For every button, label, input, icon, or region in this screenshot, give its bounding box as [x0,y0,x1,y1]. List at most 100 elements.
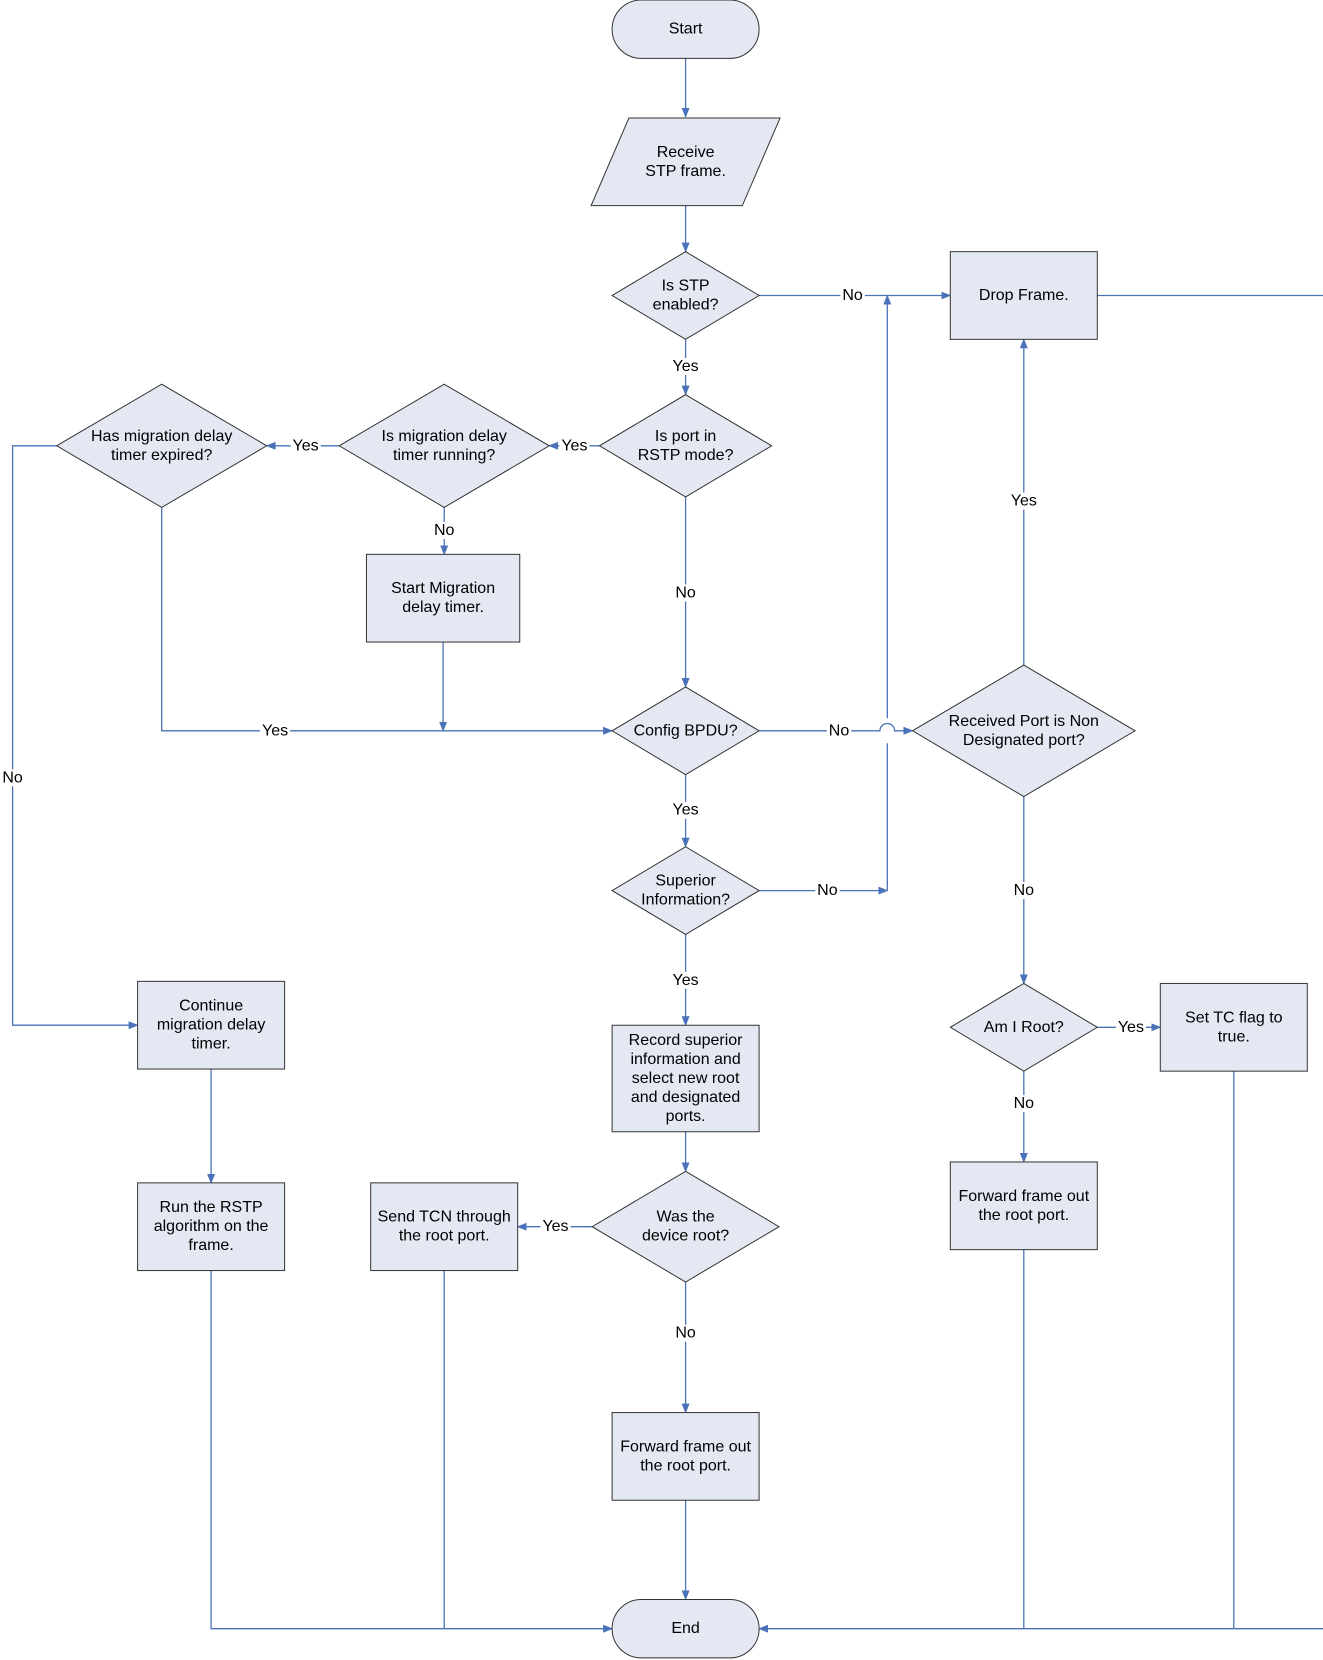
continue-migration-delay-timer-box-text-3: timer. [192,1036,231,1053]
forward-frame-root-port-center-box-text-2: the root port. [640,1457,731,1474]
edge-label-bg-nondesig-no [1011,882,1037,900]
send-tcn-box-text-1: Send TCN through [378,1209,511,1226]
edge-label-expired-no: No [2,769,23,786]
edge-label-bg-expired-yes [260,722,291,740]
is-stp-enabled-decision-text-1: Is STP [662,278,710,295]
continue-migration-delay-timer-box-text-2: migration delay [157,1017,266,1034]
edge-label-superior-yes: Yes [673,972,699,989]
end-terminal: End [611,1598,760,1659]
record-superior-information-box-text-5: ports. [666,1108,706,1125]
edge-label-bg-superior-no [815,882,840,900]
run-rstp-algorithm-box-text-1: Run the RSTP [160,1199,263,1216]
send-tcn-box-text-2: the root port. [399,1228,490,1245]
superior-information-decision-text-2: Information? [641,892,730,909]
end-terminal-text-1: End [671,1620,699,1637]
edge-label-bg-stp-no [840,287,865,304]
edge-label-bg-was-yes [540,1218,571,1236]
is-migration-delay-running-decision: Is migration delay timer running? [338,383,551,508]
edge-label-bg-expired-no [0,769,25,787]
edge-drop-end [758,294,1323,1633]
edge-label-was-yes: Yes [542,1218,568,1235]
config-bpdu-decision-text-1: Config BPDU? [634,722,738,739]
edge-label-bg-superior-yes [670,971,701,989]
forward-frame-root-port-right-box-text-2: the root port. [978,1207,1069,1224]
edge-label-bg-running-no [431,521,457,539]
receive-stp-frame-node-text-2: STP frame. [645,163,726,180]
was-device-root-decision: Was the device root? [591,1170,781,1283]
edge-run-end [210,1270,614,1633]
received-port-non-designated-decision-text-2: Designated port? [963,732,1085,749]
edge-label-bg-rstp-yes [559,437,590,455]
forward-frame-root-port-right-box-text-1: Forward frame out [958,1188,1089,1205]
edge-label-bg-was-no [673,1324,698,1342]
run-rstp-algorithm-box-text-2: algorithm on the [154,1218,269,1235]
edge-label-bg-config-yes [670,801,701,819]
edge-config-no-nondesig [759,722,914,735]
edge-label-bg-root-no [1011,1095,1037,1112]
edge-label-nondesig-yes: Yes [1011,493,1037,510]
edge-label-bg-stp-yes [670,358,701,375]
edge-label-stp-yes: Yes [673,358,699,375]
edge-label-running-no: No [434,522,455,539]
edge-expired-yes-config [161,507,614,735]
edge-label-bg-nondesig-yes [1008,492,1039,510]
run-rstp-algorithm-box: Run the RSTP algorithm on the frame. [137,1182,286,1272]
was-device-root-decision-text-2: device root? [642,1228,729,1245]
edge-label-nondesig-no: No [1014,882,1035,899]
is-stp-enabled-decision: Is STP enabled? [611,251,761,340]
is-migration-delay-running-decision-text-2: timer running? [393,447,495,464]
was-device-root-decision-text-1: Was the [657,1209,715,1226]
record-superior-information-box-text-1: Record superior [629,1032,744,1049]
edge-label-rstp-yes: Yes [561,437,587,454]
am-i-root-decision-text-1: Am I Root? [984,1019,1064,1036]
edge-label-root-yes: Yes [1118,1019,1144,1036]
edge-label-stp-no: No [842,287,863,304]
start-migration-delay-timer-box-text-2: delay timer. [402,599,484,616]
edge-label-config-no: No [829,722,850,739]
start-migration-delay-timer-box-text-1: Start Migration [391,580,495,597]
run-rstp-algorithm-box-text-3: frame. [188,1237,233,1254]
record-superior-information-box-text-3: select new root [632,1070,740,1087]
edge-label-config-yes: Yes [673,802,699,819]
set-tc-flag-box-text-2: true. [1218,1028,1250,1045]
start-migration-delay-timer-box: Start Migration delay timer. [365,553,521,643]
edge-label-bg-running-yes [290,437,321,455]
edge-label-running-yes: Yes [293,437,319,454]
start-terminal-text-1: Start [669,21,703,38]
forward-frame-root-port-center-box: Forward frame out the root port. [611,1412,760,1501]
continue-migration-delay-timer-box-text-1: Continue [179,998,243,1015]
am-i-root-decision: Am I Root? [949,982,1099,1072]
has-migration-delay-expired-decision-text-2: timer expired? [111,447,212,464]
forward-frame-root-port-center-box-text-1: Forward frame out [620,1438,751,1455]
continue-migration-delay-timer-box: Continue migration delay timer. [137,980,286,1070]
is-stp-enabled-decision-text-2: enabled? [653,297,719,314]
record-superior-information-box-text-4: and designated [631,1089,740,1106]
edge-label-was-no: No [675,1325,696,1342]
set-tc-flag-box-text-1: Set TC flag to [1185,1009,1283,1026]
edge-label-root-no: No [1014,1095,1035,1112]
forward-frame-root-port-right-box: Forward frame out the root port. [949,1161,1098,1251]
send-tcn-box: Send TCN through the root port. [370,1182,519,1272]
edge-label-rstp-no: No [675,585,696,602]
is-migration-delay-running-decision-text-1: Is migration delay [382,428,507,445]
edge-label-bg-config-no [826,722,852,740]
record-superior-information-box-text-2: information and [630,1051,740,1068]
receive-stp-frame-node-text-1: Receive [657,144,715,161]
edge-label-bg-rstp-no [673,584,698,602]
drop-frame-box: Drop Frame. [949,251,1098,340]
start-terminal: Start [611,0,760,59]
superior-information-decision-text-1: Superior [655,873,716,890]
drop-frame-box-text-1: Drop Frame. [979,287,1069,304]
edge-label-superior-no: No [817,882,838,899]
edge-label-bg-root-yes [1115,1018,1146,1036]
edge-label-expired-yes: Yes [262,722,288,739]
edge-label-layer: NoYesYesYesNoNoYesNoNoYesNoYesYesNoYesNo… [0,287,1146,1342]
received-port-non-designated-decision-text-1: Received Port is Non [949,713,1099,730]
